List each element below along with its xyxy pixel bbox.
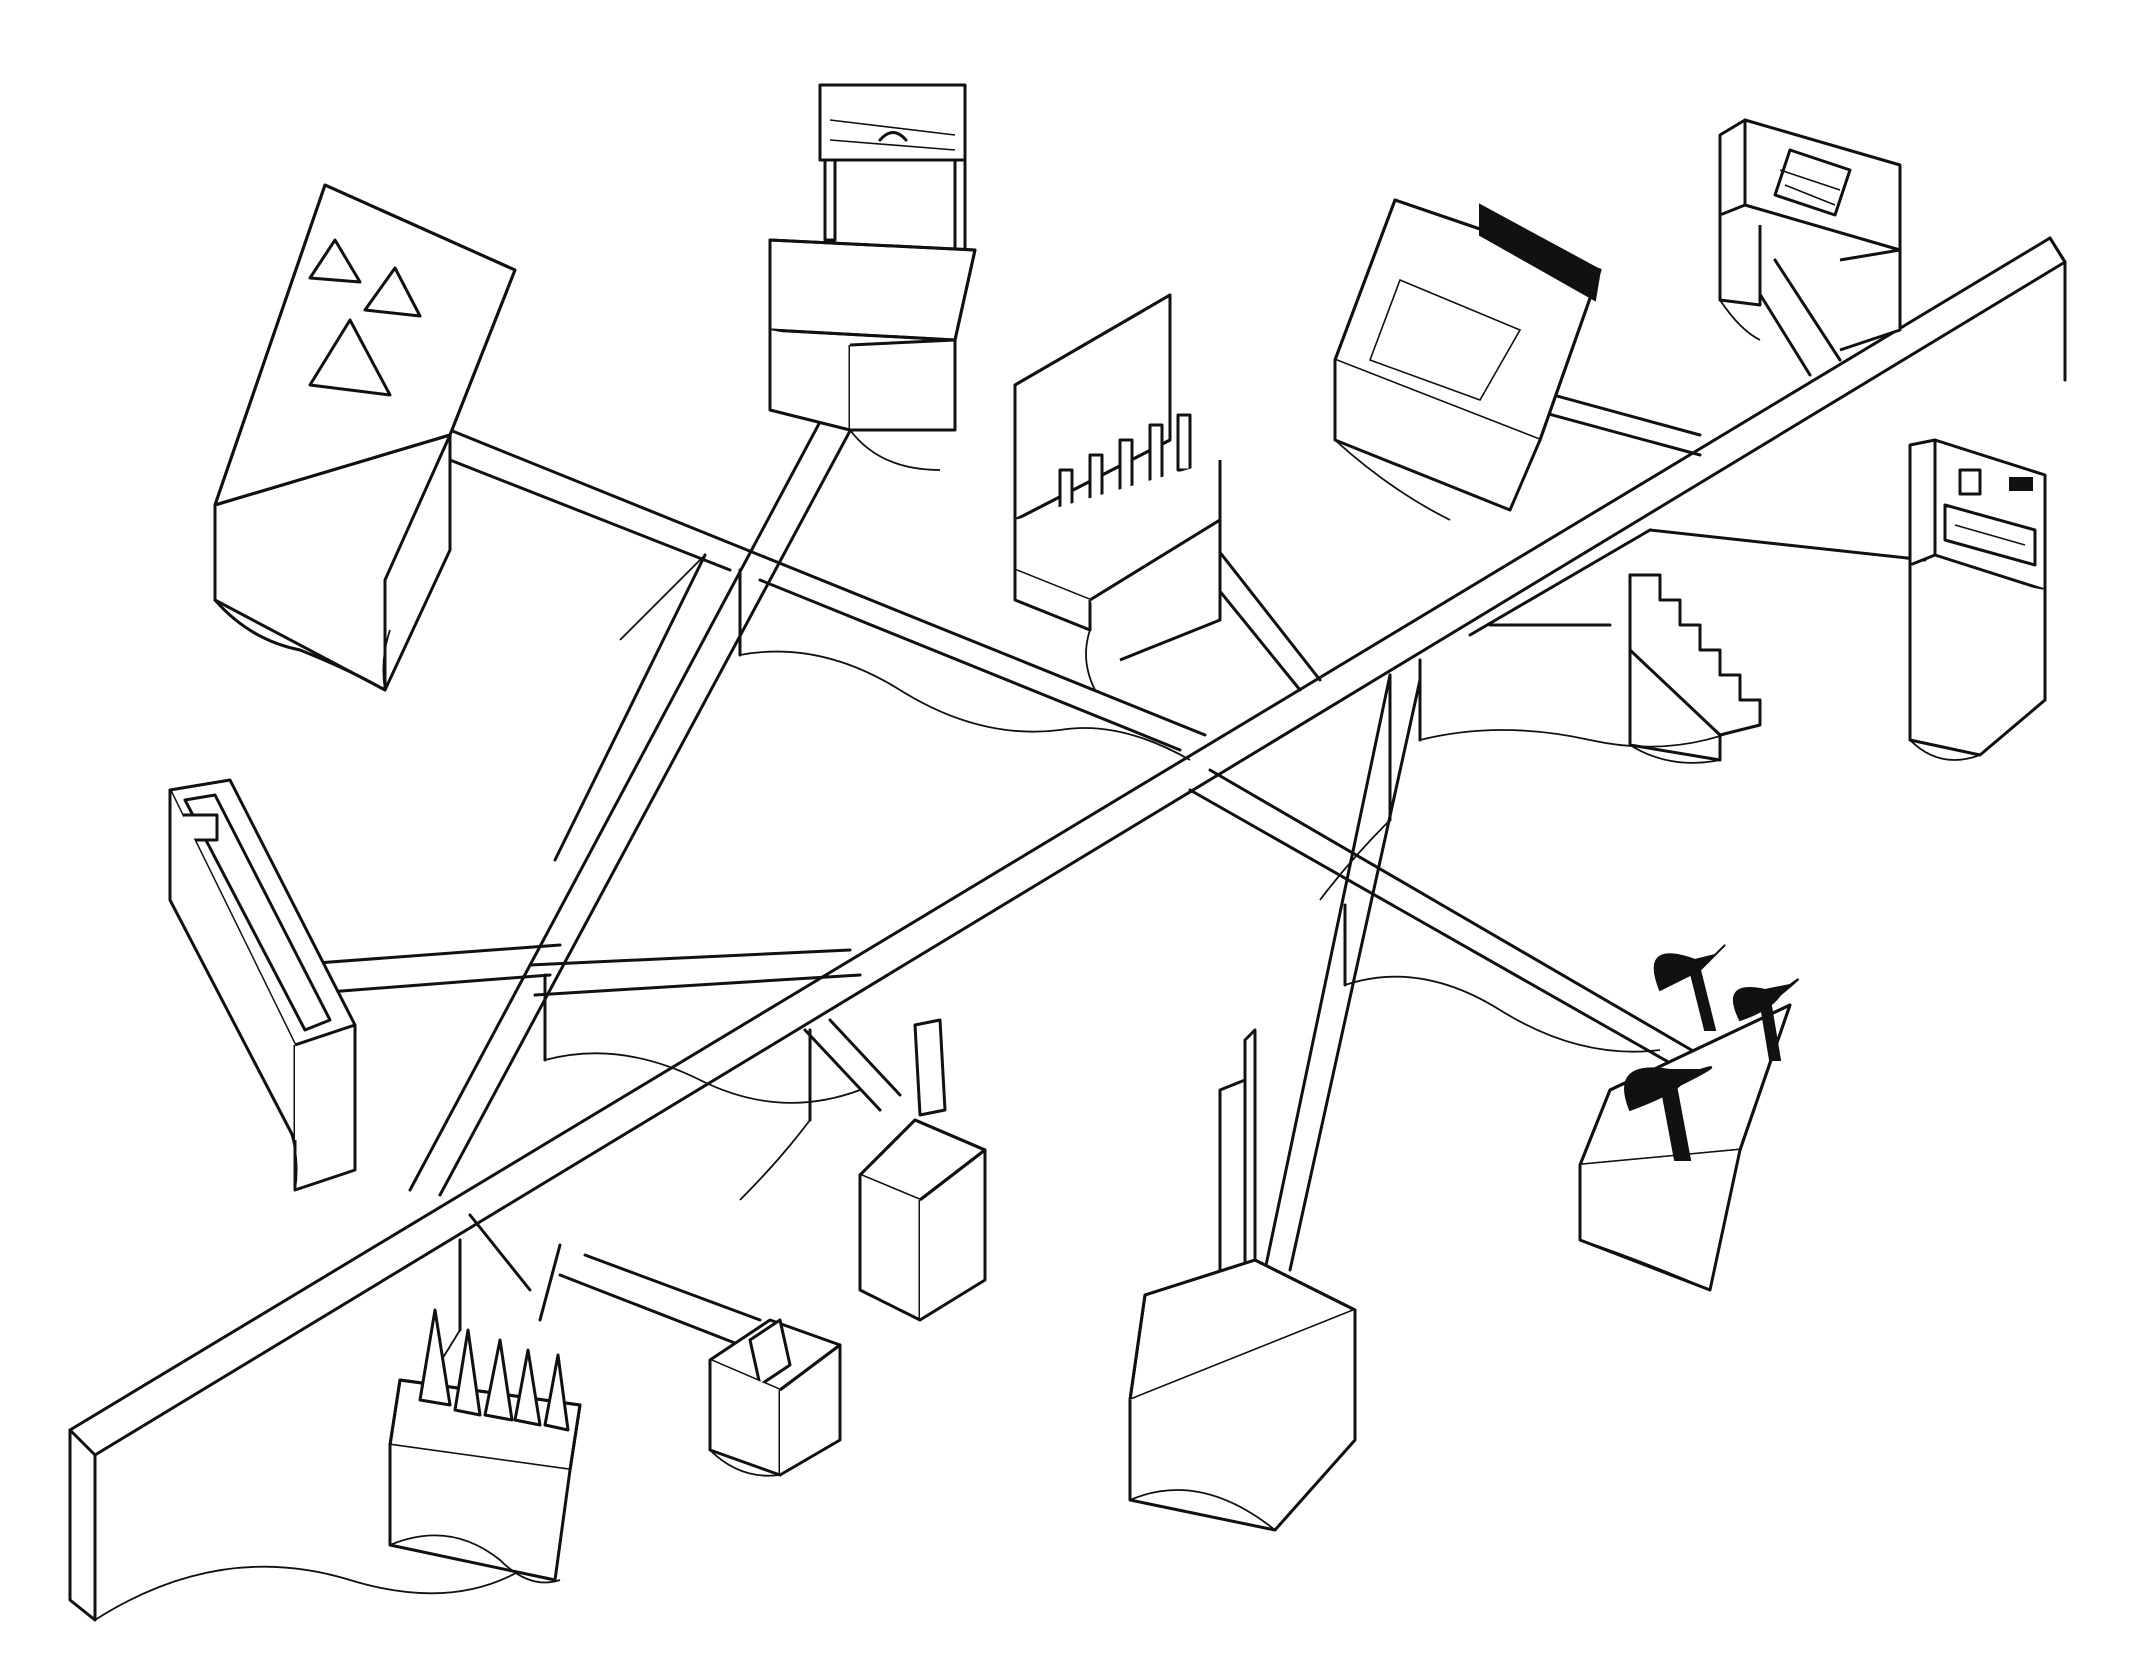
pyramids-block (213, 183, 517, 692)
spiked-block (388, 1308, 582, 1584)
pyramid-icon (308, 238, 422, 397)
tomb-block (1718, 118, 1902, 352)
vertical-corridor-lower (1263, 673, 1422, 1272)
obelisk-block (858, 1018, 987, 1322)
spike-icon (418, 1308, 570, 1432)
sarcophagus-block (1908, 438, 2047, 761)
hollow-box-block (708, 1318, 842, 1477)
vertical-corridor-upper (408, 373, 882, 1197)
left-horizontal-corridor (288, 943, 862, 1104)
main-diagonal-wall (68, 236, 2067, 1622)
gate-block (768, 83, 977, 471)
gnomon-block (1128, 1028, 1357, 1532)
courtyard-block (1333, 198, 1602, 521)
lower-diagonal-corridor (1188, 768, 1702, 1082)
upper-diagonal-corridor (448, 428, 1207, 761)
palm-tree-icon (1624, 944, 1799, 1161)
staircase (1628, 573, 1762, 764)
lower-left-branches (399, 1018, 902, 1421)
colonnade-block (1013, 293, 1222, 691)
channel-block (168, 778, 357, 1192)
palm-block (1578, 944, 1799, 1292)
